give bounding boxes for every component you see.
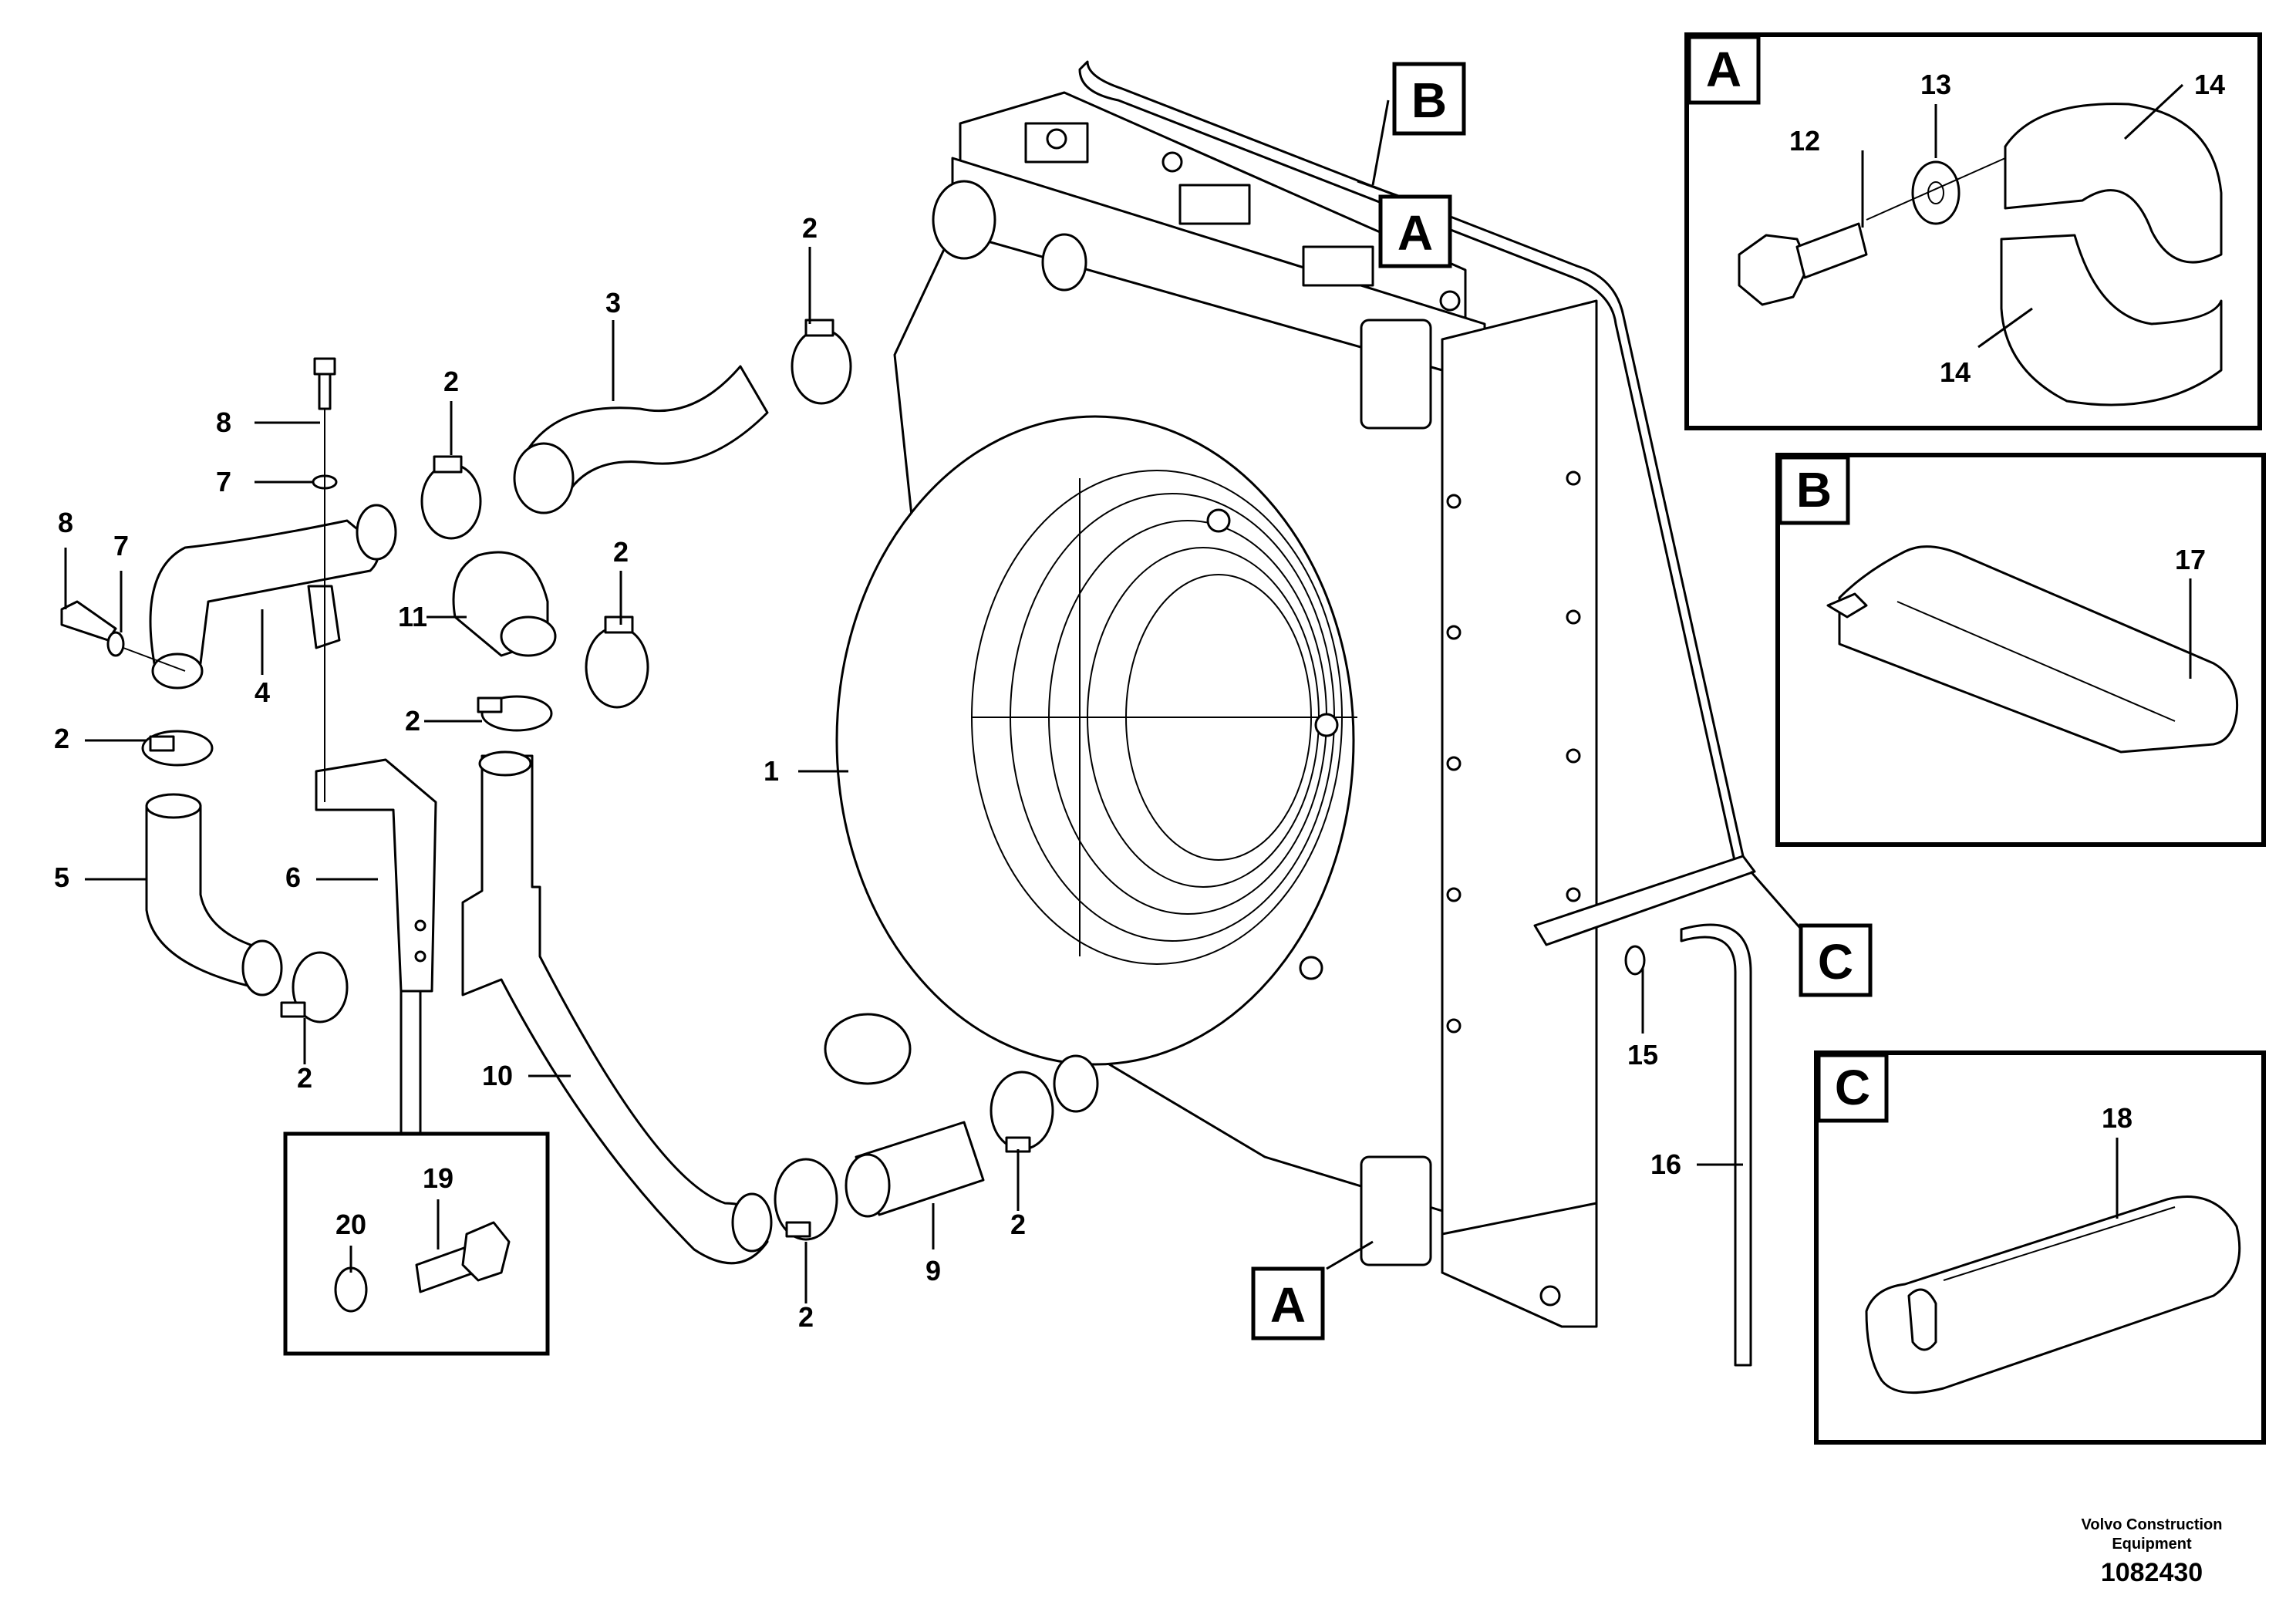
svg-text:C: C bbox=[1818, 934, 1853, 990]
callout-numbers: 1 2 2 2 2 2 2 2 2 3 4 5 6 7 7 8 8 9 10 1… bbox=[54, 212, 1681, 1333]
callout-2: 2 bbox=[613, 536, 629, 568]
callout-2: 2 bbox=[443, 366, 459, 397]
fan-guard bbox=[971, 470, 1357, 965]
view-tag-b: B bbox=[1392, 62, 1466, 136]
company-name-line2: Equipment bbox=[2112, 1536, 2192, 1553]
part-14: 14 bbox=[2194, 69, 2225, 100]
clamp-lower-mid bbox=[774, 1158, 838, 1241]
callout-11: 11 bbox=[398, 601, 427, 632]
part-12: 12 bbox=[1789, 125, 1820, 157]
bolt-8-left bbox=[60, 600, 186, 672]
detail-a-label: A bbox=[1706, 42, 1741, 97]
view-tag-c: C bbox=[1799, 923, 1873, 997]
hose-10 bbox=[461, 750, 773, 1265]
detail-b-panel: B 17 bbox=[1775, 453, 2266, 847]
svg-text:A: A bbox=[1270, 1277, 1306, 1333]
leader-lines bbox=[64, 99, 1806, 1303]
callout-8: 8 bbox=[58, 507, 73, 538]
callout-2: 2 bbox=[1010, 1209, 1026, 1240]
callout-16: 16 bbox=[1650, 1148, 1681, 1180]
callout-2: 2 bbox=[798, 1301, 814, 1333]
callout-15: 15 bbox=[1627, 1039, 1658, 1071]
part-13: 13 bbox=[1920, 69, 1951, 100]
callout-3: 3 bbox=[605, 287, 621, 319]
drawing-number: 1082430 bbox=[2101, 1558, 2203, 1587]
hose-3 bbox=[513, 365, 769, 514]
detail-a-panel: A 12 13 14 14 bbox=[1684, 32, 2262, 430]
callout-9: 9 bbox=[925, 1255, 941, 1286]
pipe-4 bbox=[149, 504, 397, 690]
callout-2: 2 bbox=[54, 723, 69, 754]
part-14: 14 bbox=[1940, 356, 1971, 388]
callout-2: 2 bbox=[297, 1062, 312, 1094]
clamp-mid bbox=[477, 695, 553, 732]
detail-c-panel: C 18 bbox=[1814, 1050, 2266, 1445]
callout-10: 10 bbox=[482, 1060, 513, 1091]
elbow-11 bbox=[452, 551, 557, 657]
callout-1: 1 bbox=[764, 755, 779, 787]
bolt-8-upper bbox=[312, 357, 338, 802]
callout-7: 7 bbox=[216, 466, 231, 497]
clamp-lower-right bbox=[990, 1071, 1054, 1153]
title-block: Volvo Construction Equipment 1082430 bbox=[2082, 1516, 2223, 1587]
clamp-upper-left bbox=[420, 455, 482, 540]
radiator-assembly bbox=[824, 91, 1598, 1328]
callout-19: 19 bbox=[423, 1162, 453, 1194]
callout-7: 7 bbox=[113, 530, 129, 561]
view-tag-a-bottom: A bbox=[1251, 1266, 1325, 1340]
detail-c-label: C bbox=[1835, 1060, 1870, 1115]
inset-box-19-20 bbox=[283, 991, 550, 1356]
view-tag-a-top: A bbox=[1378, 194, 1452, 268]
callout-8: 8 bbox=[216, 406, 231, 438]
callout-5: 5 bbox=[54, 862, 69, 893]
detail-b-label: B bbox=[1796, 462, 1832, 518]
clamp-elbow bbox=[585, 615, 649, 709]
callout-2: 2 bbox=[802, 212, 818, 244]
frame-bolts bbox=[1206, 470, 1581, 1307]
clamp-lower-left bbox=[280, 951, 349, 1023]
callout-6: 6 bbox=[285, 862, 301, 893]
svg-text:A: A bbox=[1397, 205, 1433, 261]
hose-5 bbox=[145, 793, 283, 996]
callout-20: 20 bbox=[335, 1209, 366, 1240]
clamp-upper-right bbox=[791, 319, 852, 405]
hose-9 bbox=[845, 1121, 985, 1218]
svg-text:B: B bbox=[1411, 73, 1447, 128]
callout-4: 4 bbox=[255, 676, 270, 708]
company-name-line1: Volvo Construction bbox=[2082, 1516, 2223, 1533]
callout-2: 2 bbox=[405, 705, 420, 737]
bracket-6 bbox=[315, 758, 437, 993]
clamp-left bbox=[141, 730, 214, 767]
part-18: 18 bbox=[2102, 1102, 2132, 1134]
drain-pipe bbox=[1533, 855, 1756, 1367]
part-17: 17 bbox=[2175, 544, 2206, 575]
